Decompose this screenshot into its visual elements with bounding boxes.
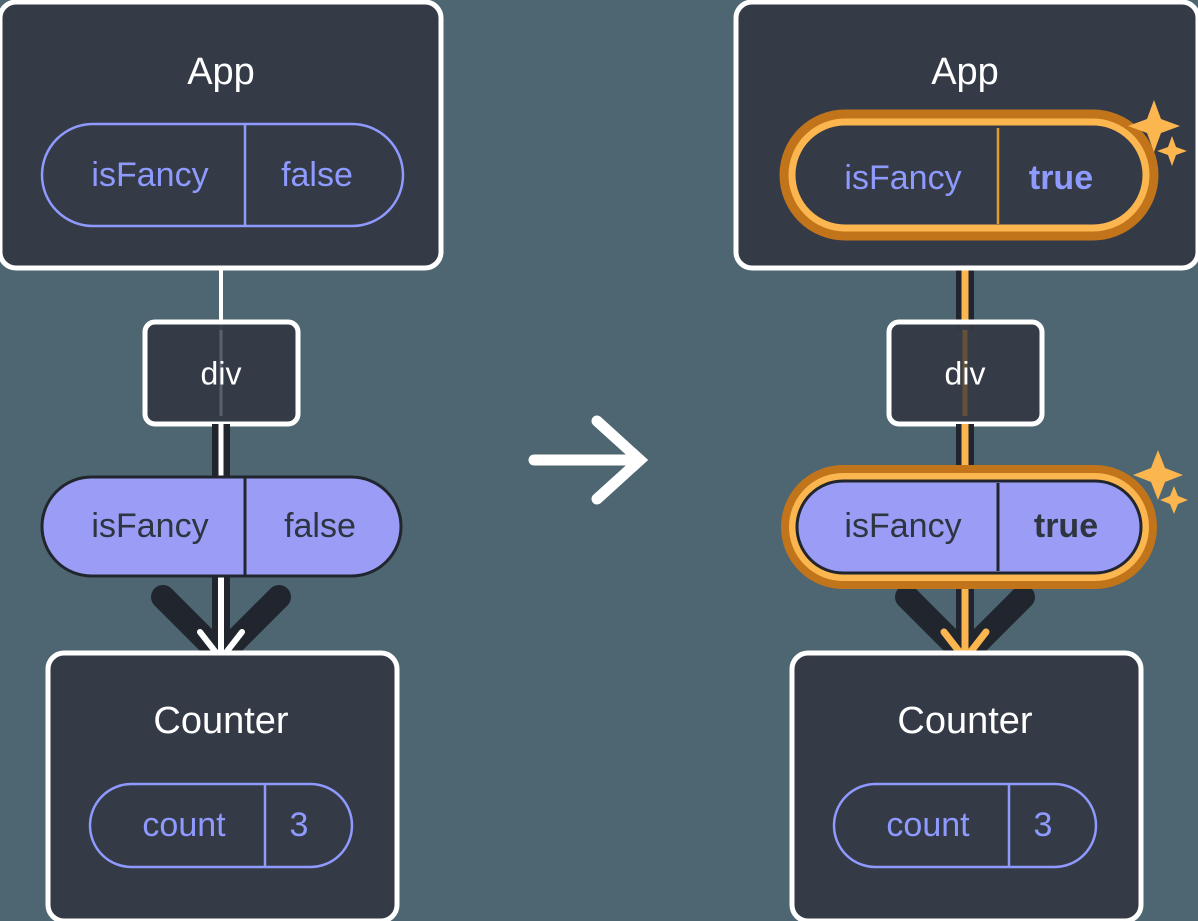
panel-before: App isFancy false div — [0, 0, 444, 921]
pill-outline — [40, 122, 405, 228]
node-div-title: div — [945, 355, 986, 391]
sparkle-icon-small — [1160, 486, 1188, 514]
node-counter-box — [789, 650, 1144, 921]
pill-prop-isfancy-before[interactable]: isFancy false — [40, 475, 403, 578]
node-app-title: App — [931, 51, 999, 93]
node-app-after[interactable]: App isFancy true — [733, 0, 1198, 271]
pill-value-label: true — [1034, 507, 1098, 545]
node-app-box — [0, 0, 444, 271]
pill-value-label: 3 — [290, 806, 309, 844]
pill-highlight-ring-inner — [788, 118, 1150, 232]
node-app-before[interactable]: App isFancy false — [0, 0, 444, 271]
sparkle-icon-prop-after — [1133, 450, 1188, 514]
pill-counter-count-after[interactable]: count 3 — [832, 782, 1098, 869]
pill-filled — [795, 479, 1143, 575]
transition-arrow-icon — [528, 415, 649, 505]
pill-value-label: false — [281, 156, 353, 194]
node-counter-box — [45, 650, 400, 921]
pill-value-label: 3 — [1034, 806, 1053, 844]
sparkle-icon-app-after — [1128, 100, 1187, 166]
sparkle-icon-large — [1133, 450, 1183, 500]
pill-outline — [832, 782, 1098, 869]
pill-filled — [40, 475, 403, 578]
pill-app-isfancy-before[interactable]: isFancy false — [40, 122, 405, 228]
panel-after: App isFancy true — [733, 0, 1198, 921]
pill-key-label: count — [886, 806, 970, 844]
pill-key-label: isFancy — [844, 159, 961, 197]
edge-prop-to-counter-before — [151, 568, 291, 667]
pill-counter-count-before[interactable]: count 3 — [88, 782, 354, 869]
pill-app-isfancy-after[interactable]: isFancy true — [779, 109, 1159, 241]
node-div-before[interactable]: div — [142, 319, 301, 427]
node-counter-after[interactable]: Counter count 3 — [789, 650, 1144, 921]
pill-key-label: count — [142, 806, 226, 844]
pill-outline — [88, 782, 354, 869]
node-app-title: App — [187, 51, 255, 93]
pill-prop-isfancy-after[interactable]: isFancy true — [781, 465, 1157, 589]
node-counter-title: Counter — [153, 700, 289, 742]
node-div-after[interactable]: div — [886, 319, 1045, 427]
pill-key-label: isFancy — [91, 156, 208, 194]
pill-key-label: isFancy — [844, 507, 961, 545]
pill-key-label: isFancy — [91, 507, 208, 545]
pill-value-label: false — [284, 507, 356, 545]
pill-value-label: true — [1029, 159, 1093, 197]
sparkle-icon-small — [1157, 136, 1187, 166]
node-div-title: div — [201, 355, 242, 391]
node-counter-title: Counter — [897, 700, 1033, 742]
sparkle-icon-large — [1128, 100, 1180, 152]
node-counter-before[interactable]: Counter count 3 — [45, 650, 400, 921]
